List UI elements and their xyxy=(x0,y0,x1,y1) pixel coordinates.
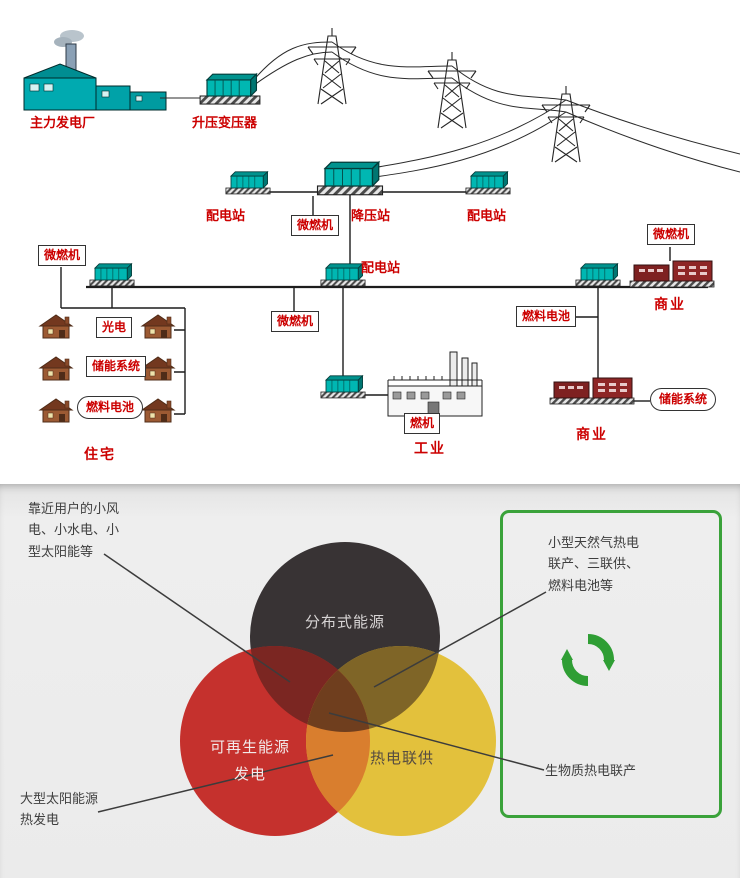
house-5 xyxy=(39,398,73,423)
commercial-building-1 xyxy=(629,260,715,288)
step-up-transformer xyxy=(199,73,261,105)
box-fuel-cell-1: 燃料电池 xyxy=(516,306,577,327)
overlap-center xyxy=(306,646,370,732)
venn-diagram xyxy=(97,542,547,836)
step-down-transformer xyxy=(316,161,384,196)
transmission-wires xyxy=(160,41,740,179)
bus-transformer-mid xyxy=(320,263,366,287)
box-micro-turbine-2: 微燃机 xyxy=(38,245,87,266)
label-dist-station-b: 配电站 xyxy=(467,208,507,223)
box-storage-1: 储能系统 xyxy=(86,356,147,377)
venn-section: 分布式能源 可再生能源 发电 热电联供 靠近用户的小风电、小水电、小型太阳能等 … xyxy=(0,484,740,878)
label-renewable-line2: 发电 xyxy=(233,766,266,783)
box-micro-turbine-4: 微燃机 xyxy=(647,224,696,245)
label-distributed-energy: 分布式能源 xyxy=(304,614,385,631)
label-renewable: 可再生能源 发电 xyxy=(185,734,315,788)
house-3 xyxy=(39,356,73,381)
power-plant-illustration xyxy=(23,30,167,111)
label-industry: 工业 xyxy=(414,440,446,456)
label-chp: 热电联供 xyxy=(369,750,434,767)
box-micro-turbine-3: 微燃机 xyxy=(271,311,320,332)
house-1 xyxy=(39,314,73,339)
annotation-line-wind xyxy=(103,553,291,683)
box-gas-turbine: 燃机 xyxy=(404,413,441,434)
annotation-line-solar xyxy=(97,754,334,813)
annotation-lines xyxy=(97,553,547,813)
label-dist-station-a: 配电站 xyxy=(206,208,246,223)
bus-transformer-right xyxy=(575,263,621,287)
page-footer-strip xyxy=(0,878,740,891)
recycle-icon xyxy=(558,630,618,695)
factory-illustration xyxy=(387,351,483,417)
bus-transformer-left xyxy=(89,263,135,287)
distribution-transformer-b xyxy=(465,171,511,195)
commercial-building-2 xyxy=(549,377,635,405)
note-gas-chp: 小型天然气热电联产、三联供、燃料电池等 xyxy=(548,535,640,593)
annotation-line-biomass xyxy=(328,712,545,771)
label-renewable-line1: 可再生能源 xyxy=(209,739,290,756)
note-small-wind: 靠近用户的小风电、小水电、小型太阳能等 xyxy=(28,501,120,559)
power-grid-diagram: 主力发电厂 升压变压器 配电站 降压站 配电站 配电站 微燃机 微燃机 微燃机 … xyxy=(23,27,740,462)
annotation-line-gas xyxy=(373,591,547,688)
box-micro-turbine-1: 微燃机 xyxy=(291,215,340,236)
box-pv: 光电 xyxy=(96,317,133,338)
house-4 xyxy=(141,356,175,381)
label-residential: 住宅 xyxy=(84,446,116,462)
label-main-plant: 主力发电厂 xyxy=(30,115,96,130)
grid-connection-lines xyxy=(60,191,708,415)
transmission-tower-1 xyxy=(307,27,357,105)
note-biomass: 生物质热电联产 xyxy=(545,763,637,778)
distribution-transformer-a xyxy=(225,171,271,195)
label-commercial-1: 商业 xyxy=(654,296,686,312)
box-fuel-cell-2: 燃料电池 xyxy=(77,396,144,419)
house-6 xyxy=(141,398,175,423)
box-storage-2: 储能系统 xyxy=(650,388,717,411)
label-commercial-2: 商业 xyxy=(576,426,608,442)
transmission-tower-3 xyxy=(541,85,591,163)
label-step-down-station: 降压站 xyxy=(351,208,391,223)
label-dist-station-c: 配电站 xyxy=(361,260,401,275)
factory-transformer xyxy=(320,375,366,399)
note-large-solar: 大型太阳能源热发电 xyxy=(20,791,99,828)
label-step-up-transformer: 升压变压器 xyxy=(192,115,258,130)
house-2 xyxy=(141,314,175,339)
green-frame xyxy=(500,510,722,818)
